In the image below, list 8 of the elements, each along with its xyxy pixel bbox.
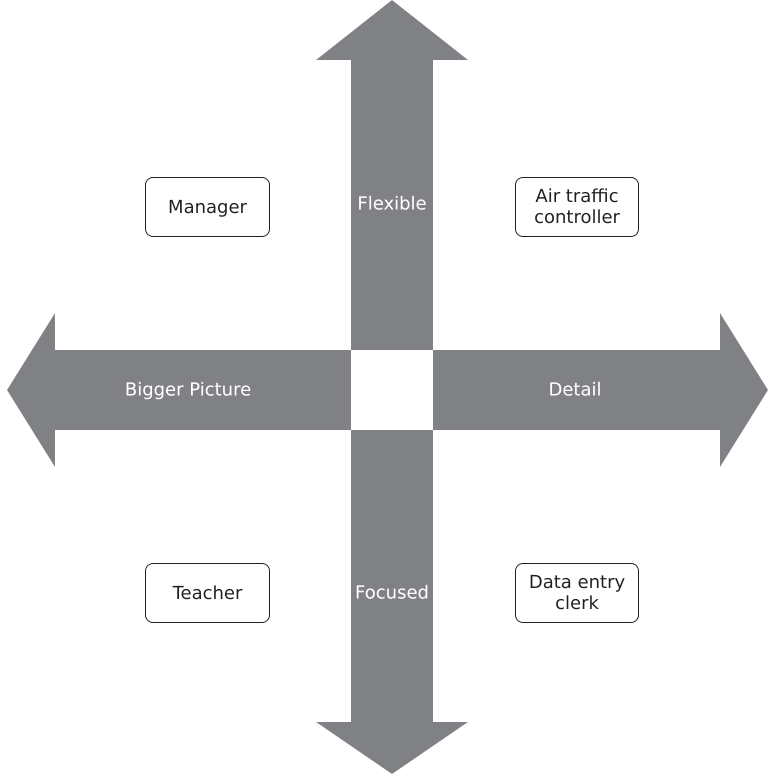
role-box: Data entry clerk (515, 563, 639, 623)
role-box: Air traffic controller (515, 177, 639, 237)
role-box: Teacher (145, 563, 270, 623)
role-box: Manager (145, 177, 270, 237)
axis-label: Detail (548, 380, 602, 400)
axis-label: Bigger Picture (124, 380, 252, 400)
axis-label: Focused (355, 582, 429, 604)
axis-label: Flexible (357, 194, 427, 214)
